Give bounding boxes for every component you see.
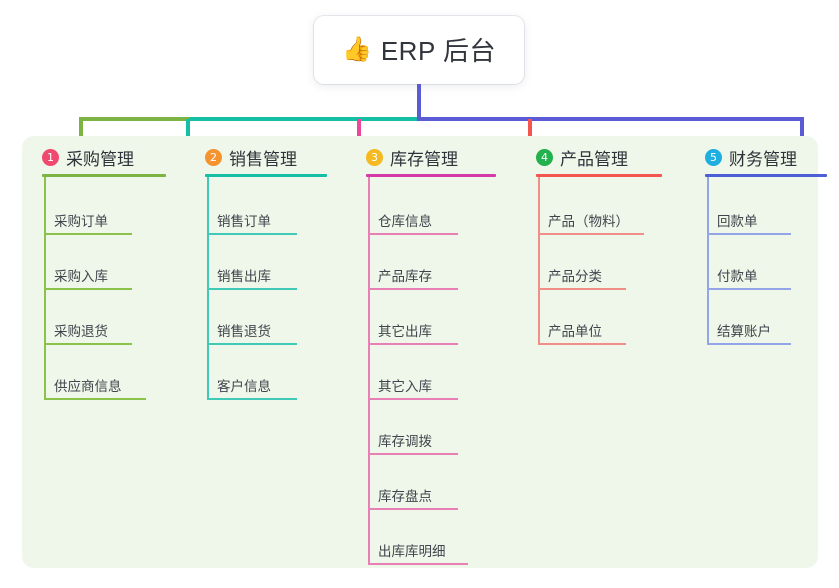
branch-badge-3: 3 bbox=[366, 148, 383, 166]
branch-spine-4 bbox=[538, 177, 540, 343]
branch-badge-5: 5 bbox=[705, 148, 722, 166]
branch-item-rule bbox=[44, 398, 146, 400]
branch-spine-1 bbox=[44, 177, 46, 398]
branch-item-label: 库存盘点 bbox=[378, 489, 432, 504]
branch-rule-3 bbox=[366, 174, 496, 177]
branch-column-4: 4 产品管理产品（物料） 产品分类产品单位 bbox=[516, 136, 662, 345]
branch-item-label: 产品分类 bbox=[548, 269, 602, 284]
root-node[interactable]: 👍 ERP 后台 bbox=[314, 16, 524, 84]
branch-spine-2 bbox=[207, 177, 209, 398]
branch-item-label: 销售订单 bbox=[217, 214, 271, 229]
branch-rule-4 bbox=[536, 174, 662, 177]
connector-bar-segment-1 bbox=[79, 117, 189, 121]
branch-title-3: 库存管理 bbox=[390, 149, 458, 169]
branch-item-label: 回款单 bbox=[717, 214, 758, 229]
branch-item-label: 付款单 bbox=[717, 269, 758, 284]
branch-column-2: 2 销售管理销售订单销售出库销售退货客户信息 bbox=[185, 136, 327, 400]
connector-bar-segment-3 bbox=[417, 117, 804, 121]
branch-item-rule bbox=[368, 563, 468, 565]
branch-item-label: 采购入库 bbox=[54, 269, 108, 284]
branch-item-label: 客户信息 bbox=[217, 379, 271, 394]
branch-item-rule bbox=[538, 233, 644, 235]
branch-item-rule bbox=[207, 398, 297, 400]
branch-item-label: 仓库信息 bbox=[378, 214, 432, 229]
branch-item-label: 产品（物料） bbox=[548, 214, 629, 229]
branches-panel: 1 采购管理采购订单采购入库采购退货供应商信息 2 销售管理销售订单销售出库销售退货客… bbox=[22, 136, 827, 568]
branch-header-4[interactable]: 4 产品管理 bbox=[516, 142, 628, 172]
branch-item-rule bbox=[368, 233, 458, 235]
branch-title-5: 财务管理 bbox=[729, 149, 797, 169]
branch-rule-5 bbox=[705, 174, 827, 177]
branch-badge-2: 2 bbox=[205, 148, 222, 166]
branch-spine-5 bbox=[707, 177, 709, 343]
branch-item-rule bbox=[44, 233, 132, 235]
thumbs-up-icon: 👍 bbox=[341, 35, 372, 63]
branch-header-2[interactable]: 2 销售管理 bbox=[185, 142, 297, 172]
branch-spine-3 bbox=[368, 177, 370, 563]
branch-item-rule bbox=[368, 288, 458, 290]
branch-title-2: 销售管理 bbox=[229, 149, 297, 169]
branch-item-rule bbox=[707, 288, 791, 290]
branch-rule-2 bbox=[205, 174, 327, 177]
branch-header-5[interactable]: 5 财务管理 bbox=[685, 142, 797, 172]
branch-item-rule bbox=[44, 288, 132, 290]
branch-item-label: 采购退货 bbox=[54, 324, 108, 339]
connector-bar-segment-2 bbox=[189, 117, 419, 121]
branch-header-1[interactable]: 1 采购管理 bbox=[22, 142, 134, 172]
branch-item-label: 供应商信息 bbox=[54, 379, 122, 394]
branch-header-3[interactable]: 3 库存管理 bbox=[346, 142, 458, 172]
branch-item-rule bbox=[538, 343, 626, 345]
branch-item-label: 其它入库 bbox=[378, 379, 432, 394]
branch-item-rule bbox=[207, 233, 297, 235]
branch-item-rule bbox=[368, 508, 458, 510]
branch-item-rule bbox=[44, 343, 132, 345]
branch-item-label: 销售退货 bbox=[217, 324, 271, 339]
branch-badge-1: 1 bbox=[42, 148, 59, 166]
branch-item-label: 库存调拨 bbox=[378, 434, 432, 449]
branch-item-rule bbox=[707, 343, 791, 345]
branch-item-rule bbox=[707, 233, 791, 235]
root-node-content: 👍 ERP 后台 bbox=[342, 31, 496, 68]
branch-item-label: 结算账户 bbox=[717, 324, 771, 339]
root-node-title: ERP 后台 bbox=[380, 35, 497, 66]
branch-column-5: 5 财务管理回款单付款单结算账户 bbox=[685, 136, 827, 345]
branch-item-label: 出库库明细 bbox=[378, 544, 446, 559]
branch-title-4: 产品管理 bbox=[560, 149, 628, 169]
branch-item-label: 其它出库 bbox=[378, 324, 432, 339]
branch-title-1: 采购管理 bbox=[66, 149, 134, 169]
branch-badge-4: 4 bbox=[536, 148, 553, 166]
branch-item-label: 产品库存 bbox=[378, 269, 432, 284]
branch-column-3: 3 库存管理仓库信息产品库存其它出库其它入库库存调拨库存盘点出库库明细 bbox=[346, 136, 496, 565]
branch-rule-1 bbox=[42, 174, 166, 177]
root-connector-line bbox=[417, 84, 421, 119]
branch-item-rule bbox=[368, 453, 458, 455]
branch-item-rule bbox=[207, 343, 297, 345]
branch-item-rule bbox=[538, 288, 626, 290]
branch-item-label: 产品单位 bbox=[548, 324, 602, 339]
branch-item-label: 采购订单 bbox=[54, 214, 108, 229]
branch-column-1: 1 采购管理采购订单采购入库采购退货供应商信息 bbox=[22, 136, 166, 400]
branch-item-rule bbox=[207, 288, 297, 290]
branch-item-rule bbox=[368, 343, 458, 345]
branch-item-label: 销售出库 bbox=[217, 269, 271, 284]
branch-item-rule bbox=[368, 398, 458, 400]
